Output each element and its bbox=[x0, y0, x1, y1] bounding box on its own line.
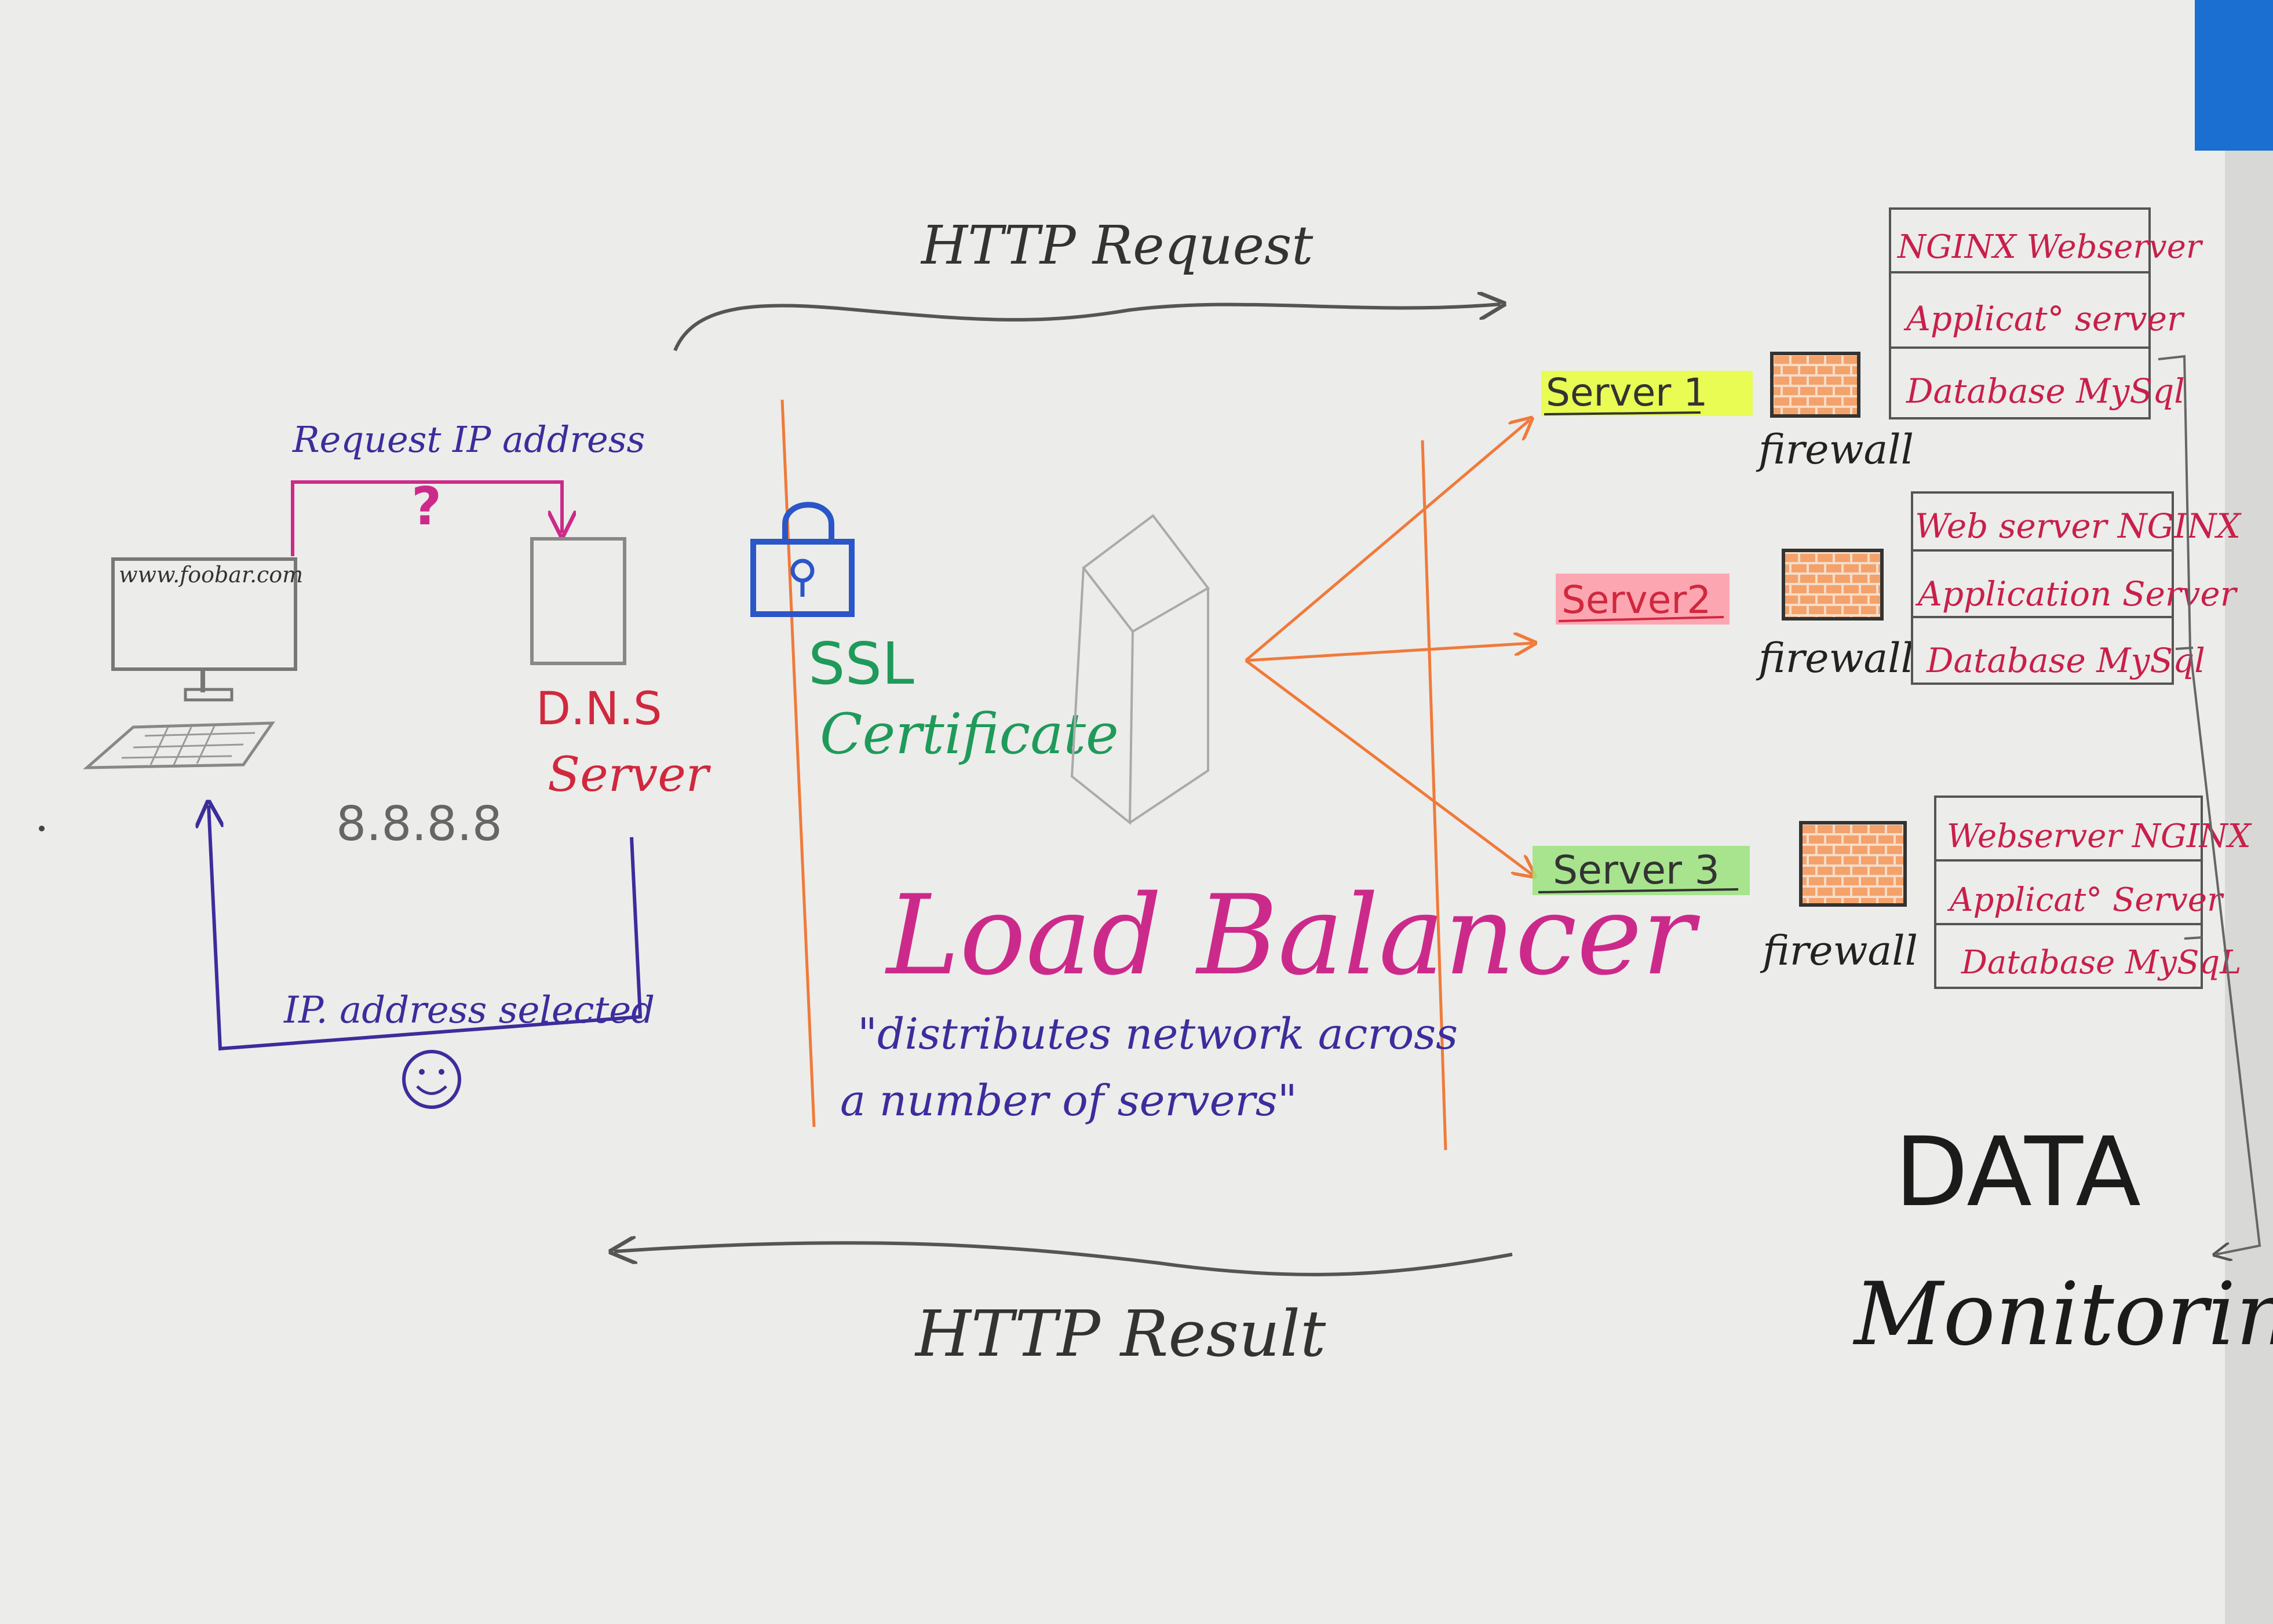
lb-distribution-arrows bbox=[1245, 420, 1533, 875]
http-result-label: HTTP Result bbox=[914, 1297, 1326, 1371]
server-3-stack: Webserver NGINX Applicat° Server Databas… bbox=[1934, 795, 2252, 989]
server-1-stack: NGINX Webserver Applicat° server Databas… bbox=[1889, 207, 2203, 419]
lb-boundary-right bbox=[1421, 440, 1447, 1151]
firewall-3-icon bbox=[1799, 821, 1907, 907]
server-2: Server2 firewall Web server NGINX Applic… bbox=[1556, 491, 2242, 685]
server-1-label: Server 1 bbox=[1546, 370, 1708, 415]
server-2-label: Server2 bbox=[1561, 578, 1711, 622]
request-ip-connector: Request IP address ? bbox=[291, 418, 645, 556]
server-2-stack-item-1: Web server NGINX bbox=[1915, 506, 2242, 546]
firewall-1-label: firewall bbox=[1756, 426, 1914, 473]
desktop-computer-icon bbox=[83, 557, 297, 769]
request-ip-label: Request IP address bbox=[292, 418, 645, 461]
server-2-stack: Web server NGINX Application Server Data… bbox=[1911, 491, 2242, 685]
stray-mark bbox=[39, 826, 45, 831]
server-1: Server 1 firewall NGINX Webserver Applic… bbox=[1541, 207, 2203, 473]
url-text: www.foobar.com bbox=[119, 562, 303, 587]
server-3-stack-item-3: Database MySqL bbox=[1961, 944, 2241, 981]
server-1-stack-item-3: Database MySql bbox=[1906, 371, 2185, 411]
padlock-icon bbox=[750, 502, 855, 617]
firewall-3-label: firewall bbox=[1760, 927, 1918, 975]
dns-server: D.N.S Server 8.8.8.8 bbox=[336, 537, 712, 852]
dns-label-line2: Server bbox=[548, 747, 712, 802]
load-balancer-quote-line2: a number of servers" bbox=[840, 1076, 1297, 1126]
server-2-highlight bbox=[1556, 574, 1730, 625]
server-1-stack-item-2: Applicat° server bbox=[1903, 299, 2185, 338]
load-balancer-quote-line1: "distributes network across bbox=[858, 1009, 1458, 1059]
http-request-arrow: HTTP Request bbox=[673, 214, 1501, 352]
smiley-icon bbox=[402, 1050, 461, 1109]
monitoring-line2: Monitoring bbox=[1852, 1264, 2273, 1365]
http-request-label: HTTP Request bbox=[920, 214, 1314, 276]
server-2-stack-item-2: Application Server bbox=[1915, 574, 2238, 614]
ssl-label-line2: Certificate bbox=[820, 702, 1119, 767]
server-3-stack-item-1: Webserver NGINX bbox=[1947, 818, 2252, 855]
firewall-2-icon bbox=[1782, 549, 1884, 621]
dns-label-line1: D.N.S bbox=[536, 683, 662, 735]
blue-edge bbox=[2195, 0, 2273, 151]
dns-server-icon bbox=[530, 537, 626, 665]
server-3: Server 3 firewall Webserver NGINX Applic… bbox=[1533, 795, 2252, 989]
server-3-highlight bbox=[1533, 846, 1750, 895]
server-3-label: Server 3 bbox=[1553, 848, 1720, 893]
http-result-arrow: HTTP Result bbox=[614, 1243, 1513, 1371]
server-2-stack-item-3: Database MySql bbox=[1926, 641, 2205, 680]
firewall-1-icon bbox=[1770, 352, 1860, 418]
ip-selected-label: IP. address selected bbox=[283, 989, 655, 1032]
paper-edge-shadow bbox=[2225, 151, 2273, 1624]
ip-selected-connector: IP. address selected bbox=[209, 805, 655, 1109]
firewall-2-label: firewall bbox=[1756, 634, 1914, 682]
ssl-label-line1: SSL bbox=[808, 630, 914, 698]
client-computer: www.foobar.com bbox=[83, 557, 303, 769]
dns-ip: 8.8.8.8 bbox=[336, 797, 502, 852]
monitoring-line1: DATA bbox=[1895, 1116, 2141, 1228]
server-3-stack-item-2: Applicat° Server bbox=[1947, 881, 2224, 919]
load-balancer-icon bbox=[1070, 514, 1210, 826]
server-1-highlight bbox=[1541, 371, 1753, 416]
server-1-stack-item-1: NGINX Webserver bbox=[1896, 228, 2203, 266]
question-mark: ? bbox=[411, 476, 442, 537]
